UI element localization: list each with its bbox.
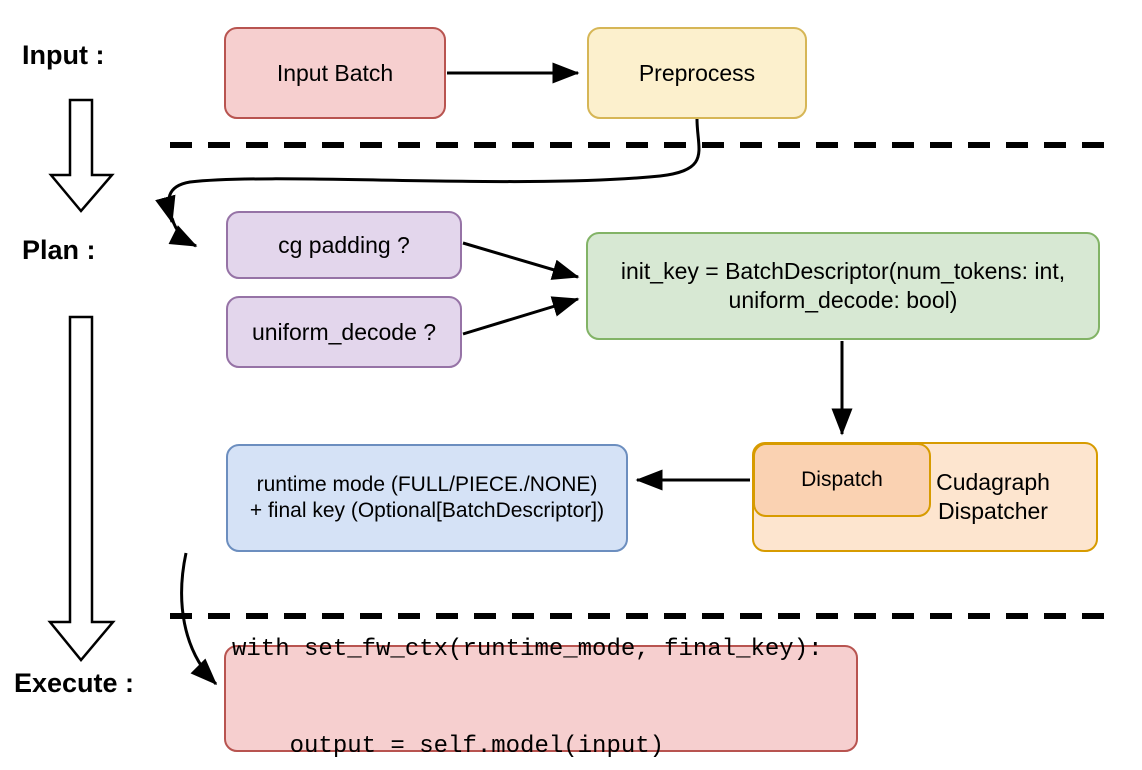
node-uniform-decode[interactable]: uniform_decode ? (226, 296, 462, 368)
edge-cgpadding-to-initkey (462, 241, 580, 280)
stage-arrow-plan-to-execute (47, 315, 116, 662)
stage-arrow-input-to-plan (48, 98, 115, 213)
edge-uniformdecode-to-initkey (462, 296, 580, 336)
node-runtime-mode[interactable]: runtime mode (FULL/PIECE./NONE) + final … (226, 444, 628, 552)
node-init-key[interactable]: init_key = BatchDescriptor(num_tokens: i… (586, 232, 1100, 340)
node-cg-padding-label: cg padding ? (278, 231, 410, 258)
node-dispatch[interactable]: Dispatch (753, 443, 931, 517)
node-preprocess-label: Preprocess (638, 59, 756, 86)
edge-runtimemode-to-execute (180, 552, 218, 686)
node-input-batch-label: Input Batch (276, 59, 394, 86)
node-execute-code-line2: output = self.model(input) (232, 732, 665, 760)
node-runtime-mode-line1: runtime mode (FULL/PIECE./NONE) (256, 472, 598, 496)
node-execute-code-line1: with set_fw_ctx(runtime_mode, final_key)… (232, 635, 823, 663)
node-init-key-line2: uniform_decode: bool) (728, 287, 958, 313)
stage-label-execute: Execute : (14, 668, 135, 698)
node-dispatch-label: Dispatch (801, 467, 883, 491)
node-input-batch[interactable]: Input Batch (224, 27, 446, 119)
node-preprocess[interactable]: Preprocess (587, 27, 807, 119)
node-runtime-mode-line2: + final key (Optional[BatchDescriptor]) (249, 499, 605, 522)
node-cudagraph-dispatcher-line2: Dispatcher (938, 498, 1048, 524)
node-uniform-decode-label: uniform_decode ? (251, 318, 437, 345)
node-cg-padding[interactable]: cg padding ? (226, 211, 462, 279)
stage-label-input: Input : (22, 40, 105, 70)
stage-label-plan: Plan : (22, 235, 96, 265)
node-init-key-line1: init_key = BatchDescriptor(num_tokens: i… (620, 258, 1066, 285)
node-cudagraph-dispatcher-line1: Cudagraph (936, 469, 1050, 496)
node-execute-code[interactable]: with set_fw_ctx(runtime_mode, final_key)… (224, 636, 858, 760)
